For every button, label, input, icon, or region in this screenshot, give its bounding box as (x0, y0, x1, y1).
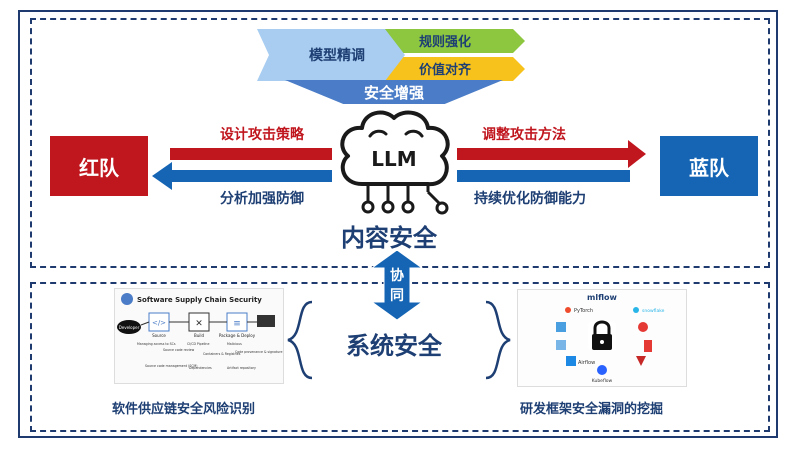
svg-text:</>: </> (152, 319, 166, 327)
blue-team-box: 蓝队 (660, 136, 758, 196)
snowflake-logo: snowflake (642, 308, 665, 314)
llm-label: LLM (371, 147, 416, 171)
adjust-attack-label: 调整攻击方法 (482, 127, 566, 143)
svg-text:Containers & Registries: Containers & Registries (203, 352, 241, 356)
value-chevron-shape (373, 57, 525, 81)
supply-chain-figure: Software Supply Chain Security Developer… (114, 288, 284, 384)
red-team-box: 红队 (50, 136, 148, 196)
svg-text:Source code review: Source code review (163, 348, 195, 352)
right-brace (485, 300, 511, 380)
collab-char-1: 协 (390, 267, 404, 284)
value-align-label: 价值对齐 (419, 62, 472, 78)
svg-text:Dependencies: Dependencies (189, 366, 212, 370)
package-node: Package & Deploy (219, 333, 256, 338)
optimize-defense-label: 持续优化防御能力 (474, 191, 586, 207)
safety-enhance-arrow: 安全增强 (285, 80, 503, 108)
model-chevron-shape (257, 29, 405, 81)
svg-text:≡: ≡ (233, 319, 241, 329)
safety-enhance-label: 安全增强 (364, 84, 424, 102)
rule-chevron-shape (373, 29, 525, 53)
blue-team-label: 蓝队 (689, 155, 729, 180)
system-security-title: 系统安全 (346, 332, 442, 360)
framework-figure: mlflow PyTorch snowflake Airflow Kubeflo… (517, 289, 687, 387)
analyze-defense-label: 分析加强防御 (220, 191, 304, 207)
svg-text:Source code management (SCM): Source code management (SCM) (145, 364, 198, 368)
content-security-title: 内容安全 (341, 224, 437, 252)
svg-text:Managing access to SCs: Managing access to SCs (137, 342, 176, 346)
collab-char-2: 同 (390, 288, 404, 304)
source-node: Source (152, 333, 166, 338)
svg-text:Code provenance & signature: Code provenance & signature (235, 350, 283, 354)
design-attack-label: 设计攻击策略 (220, 127, 304, 143)
collab-arrow: 协 同 (370, 250, 424, 320)
svg-text:✕: ✕ (195, 319, 203, 329)
llm-brain-icon: LLM (332, 104, 457, 222)
developer-node: Developer (119, 325, 140, 330)
svg-text:Malicious: Malicious (227, 342, 242, 346)
mlflow-logo: mlflow (587, 293, 618, 302)
red-team-label: 红队 (79, 155, 119, 180)
left-brace (287, 300, 313, 380)
supply-chain-caption: 软件供应链安全风险识别 (112, 402, 256, 417)
kubeflow-logo: Kubeflow (592, 378, 613, 384)
pytorch-logo: PyTorch (574, 308, 593, 314)
svg-text:Artifact repository: Artifact repository (227, 366, 256, 370)
outer-frame (18, 10, 778, 438)
rule-reinforce-label: 规则强化 (419, 34, 471, 50)
supply-chain-title: Software Supply Chain Security (137, 296, 262, 304)
airflow-logo: Airflow (578, 360, 595, 366)
model-tuning-label: 模型精调 (309, 47, 365, 64)
framework-caption: 研发框架安全漏洞的挖掘 (520, 402, 664, 417)
build-node: Build (194, 333, 205, 338)
top-chevrons: 模型精调 规则强化 价值对齐 (257, 29, 525, 81)
svg-text:CI/CD Pipeline: CI/CD Pipeline (187, 342, 209, 346)
